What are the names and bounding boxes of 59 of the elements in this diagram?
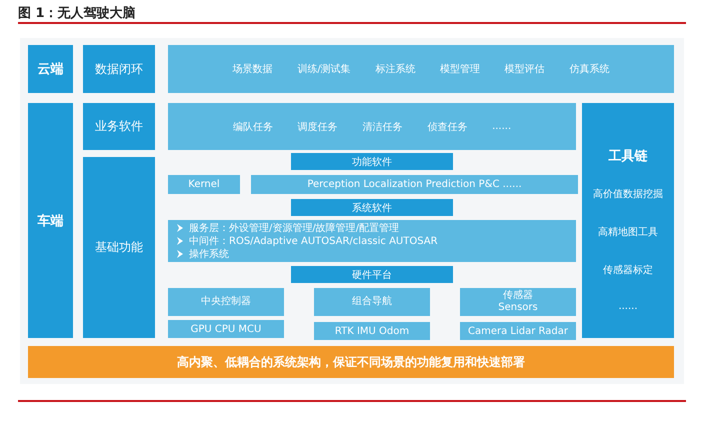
box-label: 数据闭环 <box>95 60 143 78</box>
box-label: 高内聚、低耦合的系统架构，保证不同场景的功能复用和快速部署 <box>177 354 525 370</box>
box-label: 业务软件 <box>95 118 143 135</box>
box-label: 组合导航 <box>352 296 392 308</box>
box-label: 模型评估 <box>504 62 545 76</box>
box-label: Perception Localization Prediction P&C ...... <box>307 179 522 190</box>
toolchain-box <box>582 103 674 338</box>
module-box <box>460 288 576 316</box>
box-label: 训练/测试集 <box>297 62 351 76</box>
layer-header <box>291 199 453 216</box>
category-box <box>83 103 155 150</box>
layer-header <box>291 266 453 283</box>
module-box <box>168 288 284 316</box>
module-box <box>168 220 576 262</box>
module-box <box>314 322 430 340</box>
box-heading: 工具链 <box>608 148 648 165</box>
box-label: 系统软件 <box>352 202 392 214</box>
box-label: Camera Lidar Radar <box>468 326 568 336</box>
box-label: 编队任务 <box>232 120 273 134</box>
box-label: ...... <box>492 121 512 132</box>
module-band <box>168 45 674 93</box>
box-label: 仿真系统 <box>569 62 610 76</box>
box-label: 传感器 <box>503 290 533 302</box>
box-label: Kernel <box>188 179 220 190</box>
box-label: 云端 <box>38 61 64 78</box>
box-label: 硬件平台 <box>352 268 392 282</box>
box-label: 中央控制器 <box>201 296 251 308</box>
box-label: 基础功能 <box>95 239 143 256</box>
list-item: 操作系统 <box>189 248 229 260</box>
box-label: 侦查任务 <box>427 120 468 134</box>
box-label: GPU CPU MCU <box>190 324 262 334</box>
category-box <box>83 157 155 338</box>
figure-title: 图 1：无人驾驶大脑 <box>18 4 136 22</box>
box-label: 传感器标定 <box>603 264 653 277</box>
category-box <box>28 45 73 93</box>
module-box <box>251 175 578 194</box>
box-label: 车端 <box>38 212 64 230</box>
box-label: 清洁任务 <box>362 120 402 134</box>
module-box <box>460 322 576 340</box>
box-label: ...... <box>618 301 638 312</box>
module-box <box>168 175 240 194</box>
module-box <box>168 320 284 338</box>
list-item: 服务层：外设管理/资源管理/故障管理/配置管理 <box>189 222 400 234</box>
module-box <box>314 288 430 316</box>
box-label: 高精地图工具 <box>598 226 658 239</box>
box-label: 高价值数据挖掘 <box>593 188 663 201</box>
box-label: 标注系统 <box>375 62 416 76</box>
summary-banner <box>28 346 674 378</box>
box-label: 模型管理 <box>440 62 480 76</box>
box-label: RTK IMU Odom <box>334 326 410 336</box>
module-band <box>168 103 576 150</box>
box-label: 功能软件 <box>352 156 392 168</box>
layer-header <box>291 153 453 170</box>
box-label: 场景数据 <box>232 62 273 76</box>
list-item: 中间件：ROS/Adaptive AUTOSAR/classic AUTOSAR <box>189 234 438 248</box>
box-label: 调度任务 <box>298 120 338 134</box>
category-box <box>28 103 73 338</box>
category-box <box>83 45 155 93</box>
box-label: Sensors <box>498 302 538 314</box>
